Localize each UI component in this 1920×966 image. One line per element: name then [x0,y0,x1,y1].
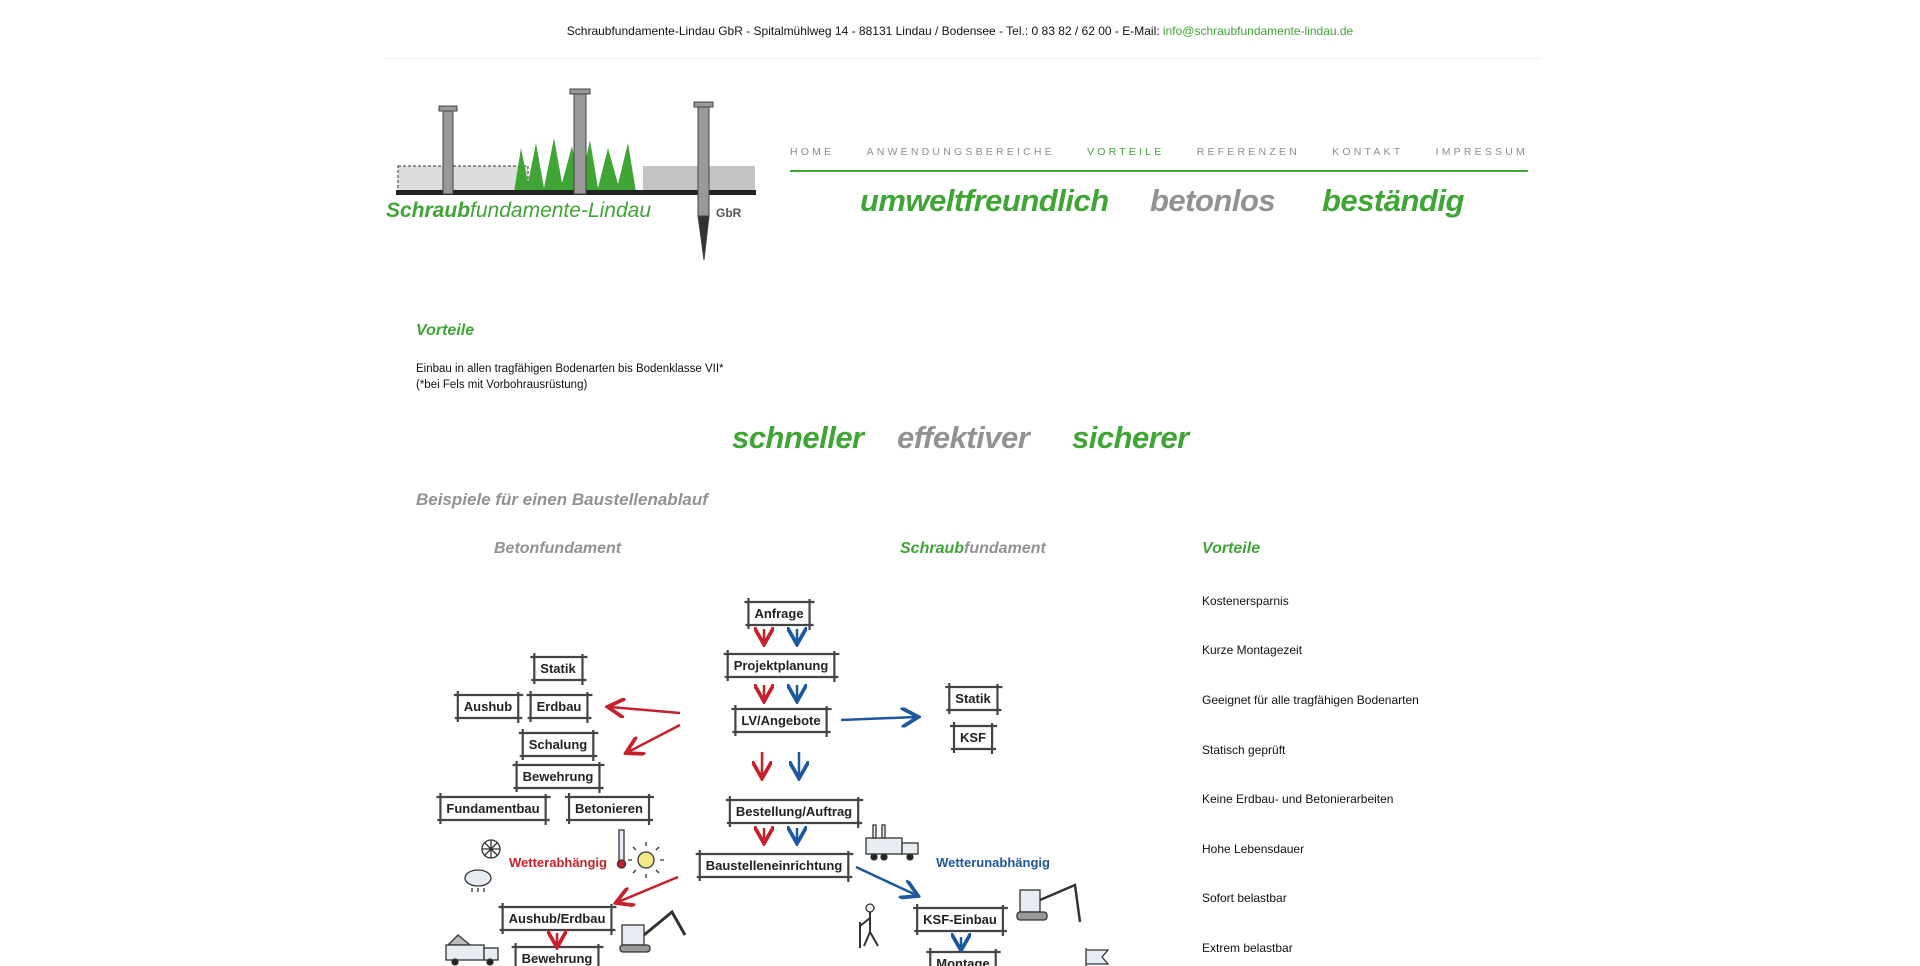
step-statik-beton: Statik [540,661,576,676]
page-title: Vorteile [416,322,475,339]
nav-kontakt[interactable]: KONTAKT [1332,146,1404,158]
vorteil-item: Sofort belastbar [1202,891,1287,905]
step-box [723,650,840,682]
dump-truck-icon [445,934,499,966]
step-box [913,904,1008,936]
sun-icon [628,842,664,878]
vorteil-item: Keine Erdbau- und Betonierarbeiten [1202,792,1394,806]
vorteil-item: Extrem belastbar [1202,941,1293,955]
contact-bar: Schraubfundamente-Lindau GbR - Spitalmüh… [0,24,1920,38]
tagline-umweltfreundlich: umweltfreundlich [860,183,1109,218]
vorteil-item: Statisch geprüft [1202,743,1286,757]
nav-home[interactable]: HOME [790,146,835,158]
step-box [518,729,599,761]
section-title: Beispiele für einen Baustellenablauf [416,490,708,509]
logo[interactable]: Schraubfundamente-Lindau GbR [386,88,766,263]
vorteil-item: Hohe Lebensdauer [1202,842,1305,856]
flow-arrows [557,629,961,948]
step-anfrage: Anfrage [754,606,803,621]
tagline-betonlos: betonlos [1150,183,1276,218]
vorteil-item: Geeignet für alle tragfähigen Bodenarten [1202,693,1419,707]
step-box [530,653,588,685]
step-box [744,598,815,630]
step-bewehrung: Bewehrung [523,769,594,784]
step-erdbau: Erdbau [537,699,582,714]
step-box [731,705,832,737]
slogan-sicherer: sicherer [1072,420,1189,455]
contact-text: Schraubfundamente-Lindau GbR - Spitalmüh… [566,24,1163,38]
tagline-bestaendig: beständig [1322,183,1464,218]
col-heading-betonfundament: Betonfundament [494,540,622,557]
nav-impressum[interactable]: IMPRESSUM [1435,146,1528,158]
logo-suffix: GbR [716,206,742,220]
header-divider [386,58,1540,59]
heading-part-fundament: fundament [964,540,1046,557]
email-link[interactable]: info@schraubfundamente-lindau.de [1162,24,1354,38]
step-aushub-erdbau: Aushub/Erdbau [509,911,606,926]
step-betonieren: Betonieren [575,801,643,816]
rain-cloud-icon [464,869,492,892]
step-box [526,691,593,723]
snowflake-icon [481,839,501,859]
flag-icon [1085,948,1110,966]
step-statik-schraub: Statik [955,691,991,706]
step-box [453,691,524,723]
nav-anwendungsbereiche[interactable]: ANWENDUNGSBEREICHE [866,146,1055,158]
main-nav: HOME ANWENDUNGSBEREICHE VORTEILE REFEREN… [790,146,1528,158]
col-heading-schraubfundament: Schraubfundament [900,540,1046,558]
intro-text: Einbau in allen tragfähigen Bodenarten b… [416,363,724,375]
nav-vorteile[interactable]: VORTEILE [1087,146,1165,158]
step-baustelleneinrichtung: Baustelleneinrichtung [706,858,843,873]
step-bestellung: Bestellung/Auftrag [736,804,852,819]
heading-part-schraub: Schraub [900,540,965,557]
nav-underline [790,170,1528,172]
nav-referenzen[interactable]: REFERENZEN [1196,146,1300,158]
step-aushub: Aushub [464,699,512,714]
truck-icon [865,824,919,861]
step-box [945,683,1003,715]
step-ksf-einbau: KSF-Einbau [923,912,997,927]
logo-rubble [397,165,529,193]
slogan-schneller: schneller [732,420,864,455]
step-ksf: KSF [960,730,986,745]
step-box [436,793,551,825]
thermometer-icon [616,829,627,869]
col-heading-vorteile: Vorteile [1202,540,1261,557]
logo-screw-posts [438,88,714,261]
worker-icon [859,903,879,948]
vorteil-item: Kostenersparnis [1202,594,1289,608]
step-projektplanung: Projektplanung [734,658,829,673]
step-fundamentbau: Fundamentbau [446,801,539,816]
step-box [950,722,998,754]
logo-text: Schraubfundamente-Lindau [386,199,651,222]
intro-footnote: (*bei Fels mit Vorbohrausrüstung) [416,379,588,391]
step-montage: Montage [936,956,989,966]
slogan-effektiver: effektiver [897,420,1030,455]
step-box [695,850,854,882]
label-wetterabhaengig: Wetterabhängig [509,855,607,870]
step-bewehrung-2: Bewehrung [522,951,593,966]
step-box [725,796,864,828]
excavator-icon [619,909,687,953]
screw-drill-icon [1016,883,1082,923]
step-lv-angebote: LV/Angebote [741,713,820,728]
step-box [565,793,655,825]
vorteil-item: Kurze Montagezeit [1202,643,1303,657]
step-box [512,761,605,793]
label-wetterunabhaengig: Wetterunabhängig [936,855,1050,870]
step-schalung: Schalung [529,737,588,752]
